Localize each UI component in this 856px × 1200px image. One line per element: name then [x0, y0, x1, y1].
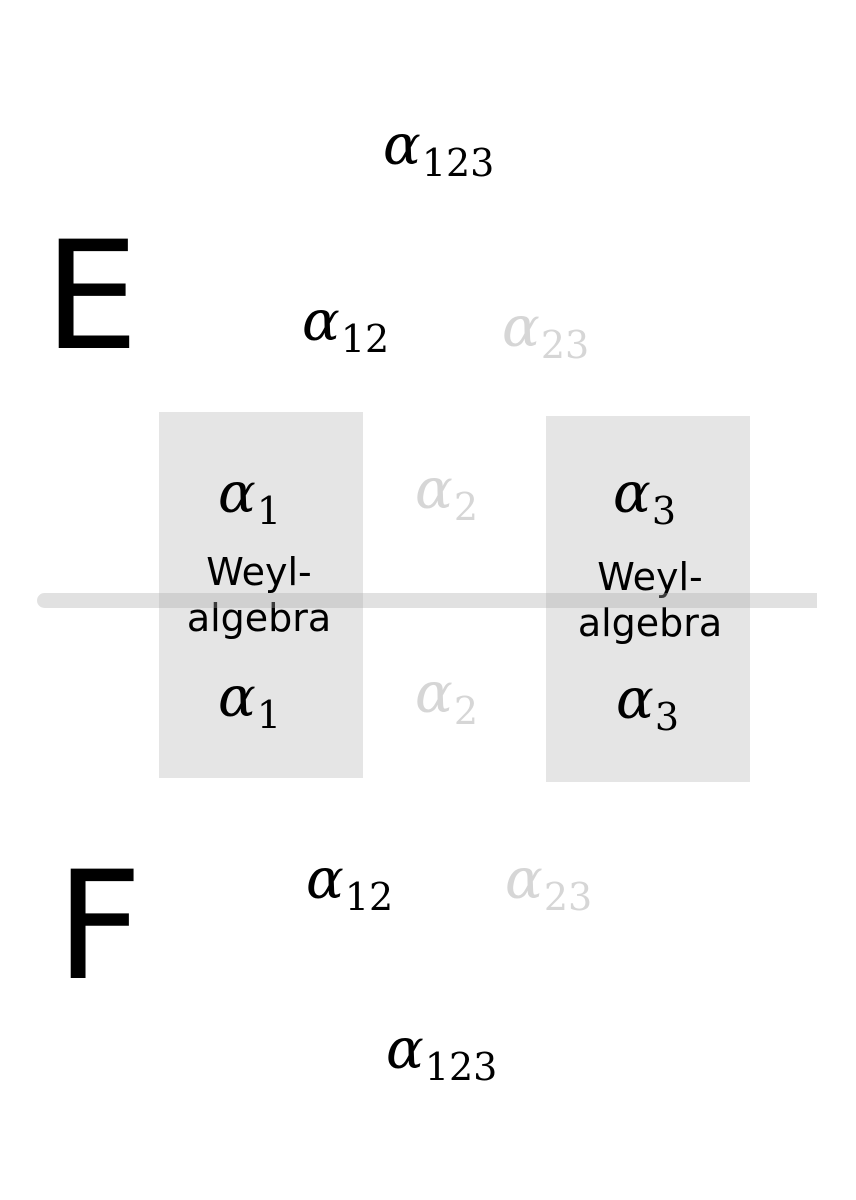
root-alpha12-bottom: α12 — [306, 852, 393, 917]
root-index: 23 — [543, 875, 593, 920]
E-label: E — [44, 210, 139, 384]
root-alpha2-lower: α2 — [415, 666, 478, 731]
root-index: 3 — [651, 489, 677, 534]
alpha-symbol: α — [306, 847, 344, 912]
weyl-line1: Weyl- — [206, 550, 312, 594]
root-index: 12 — [340, 317, 390, 362]
alpha-symbol: α — [386, 1017, 424, 1082]
root-alpha123-bottom: α123 — [386, 1022, 497, 1087]
root-alpha12-top: α12 — [302, 294, 389, 359]
weyl-line2: algebra — [186, 595, 332, 640]
alpha-symbol: α — [415, 457, 453, 522]
F-label: F — [56, 840, 143, 1014]
root-index: 1 — [256, 489, 282, 534]
alpha-symbol: α — [302, 289, 340, 354]
weyl-algebra-label-left: Weyl- algebra — [157, 550, 361, 641]
root-index: 2 — [453, 689, 479, 734]
root-index: 1 — [256, 693, 282, 738]
root-alpha3-upper: α3 — [613, 466, 676, 531]
root-alpha23-bottom: α23 — [505, 852, 592, 917]
alpha-symbol: α — [616, 667, 654, 732]
root-alpha123-top: α123 — [383, 118, 494, 183]
root-index: 23 — [540, 323, 590, 368]
weyl-box-left — [159, 412, 363, 778]
weyl-line2: algebra — [577, 600, 723, 645]
root-alpha3-lower: α3 — [616, 672, 679, 737]
weyl-line1: Weyl- — [597, 555, 703, 599]
alpha-symbol: α — [613, 461, 651, 526]
root-index: 12 — [344, 875, 394, 920]
alpha-symbol: α — [502, 295, 540, 360]
root-index: 2 — [453, 485, 479, 530]
root-alpha1-upper: α1 — [218, 466, 281, 531]
root-index: 3 — [654, 695, 680, 740]
alpha-symbol: α — [415, 661, 453, 726]
alpha-symbol: α — [218, 461, 256, 526]
root-alpha23-top: α23 — [502, 300, 589, 365]
root-index: 123 — [424, 1045, 498, 1090]
horizontal-divider-bar — [37, 593, 817, 608]
alpha-symbol: α — [383, 113, 421, 178]
alpha-symbol: α — [218, 665, 256, 730]
root-index: 123 — [421, 141, 495, 186]
weyl-algebra-label-right: Weyl- algebra — [548, 555, 752, 646]
root-alpha1-lower: α1 — [218, 670, 281, 735]
root-alpha2-upper: α2 — [415, 462, 478, 527]
alpha-symbol: α — [505, 847, 543, 912]
weyl-box-right — [546, 416, 750, 782]
